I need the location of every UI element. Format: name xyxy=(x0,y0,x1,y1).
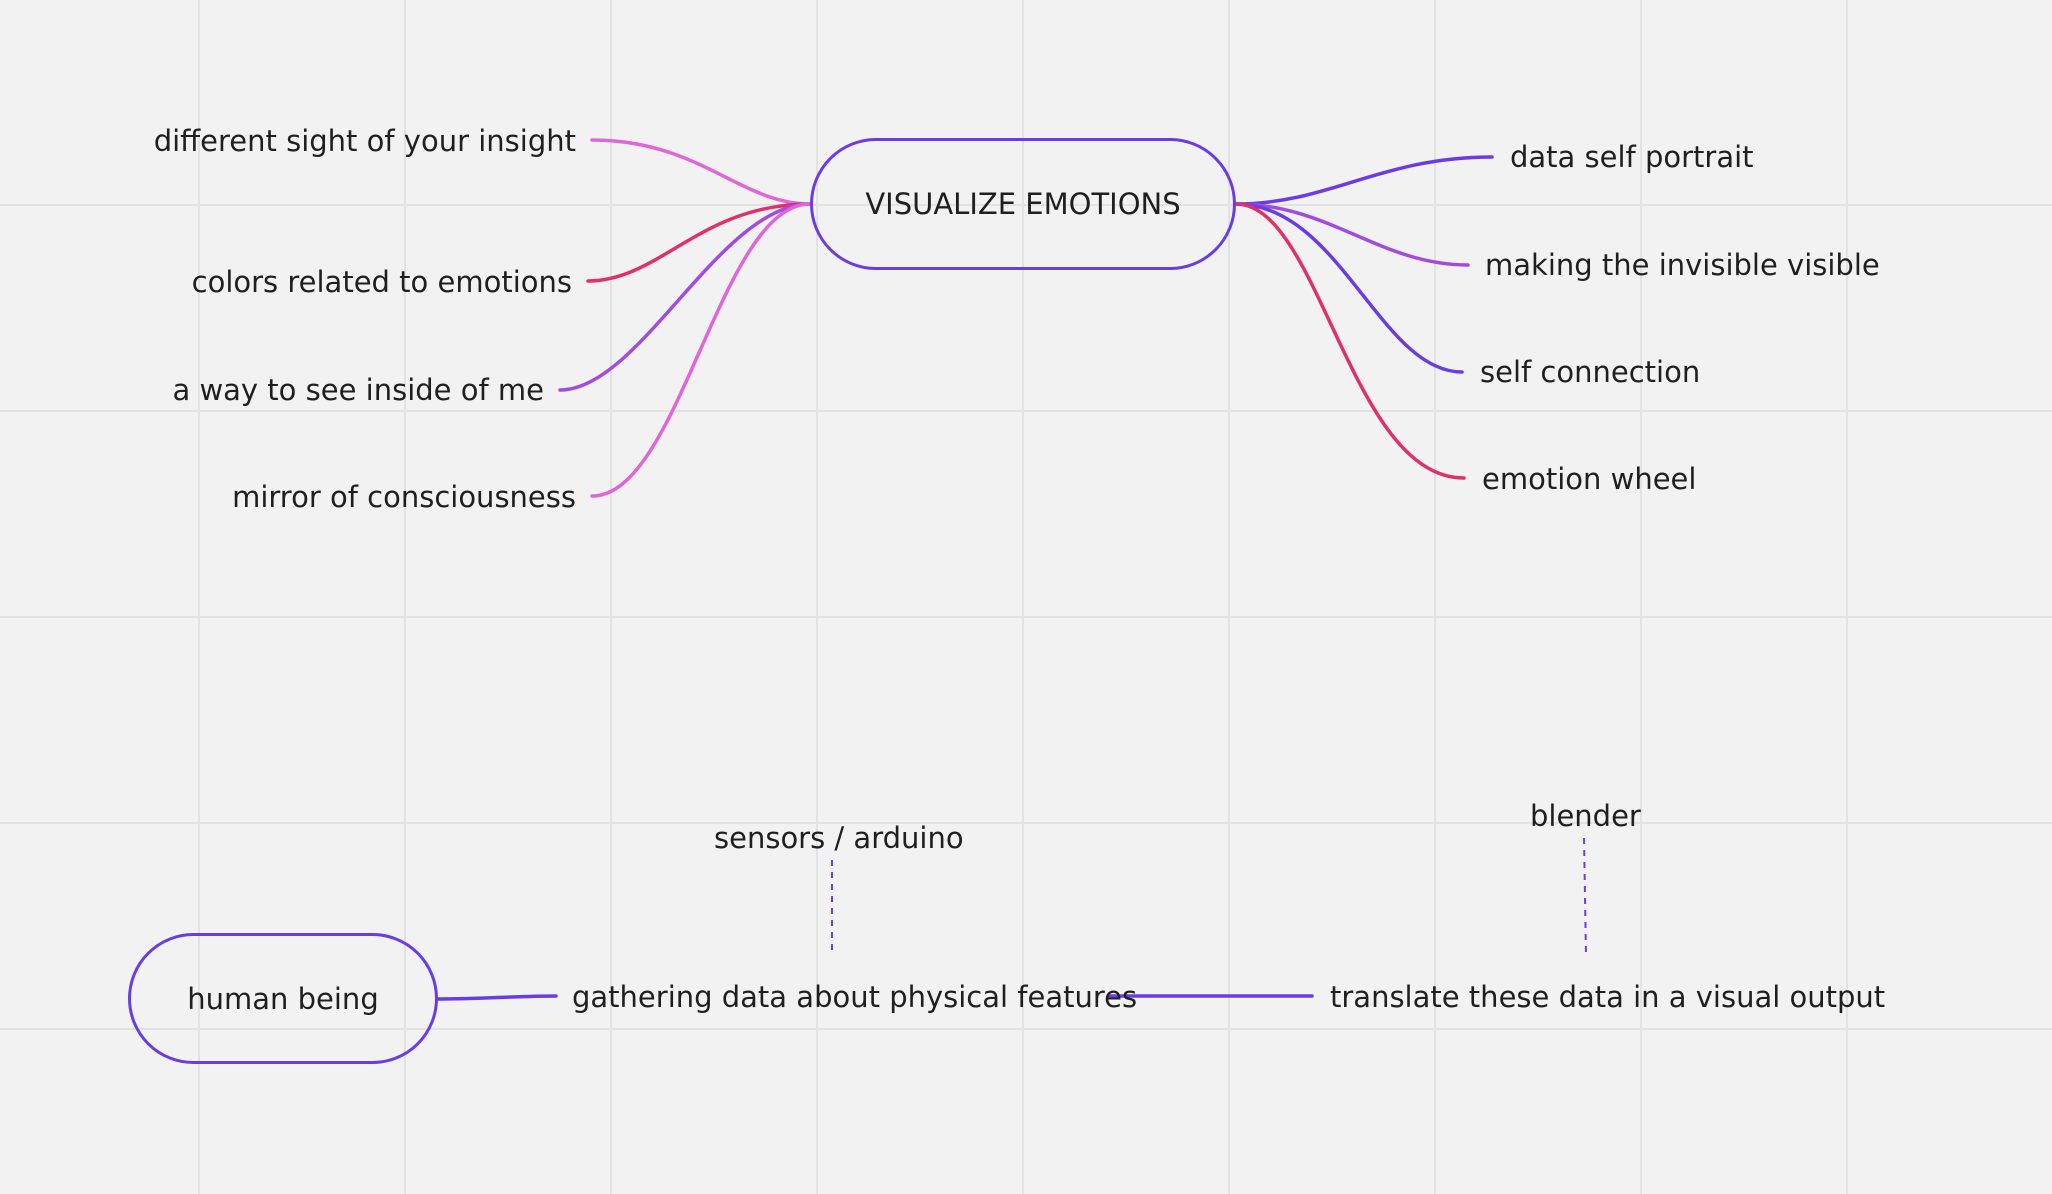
human-being-label: human being xyxy=(187,981,379,1016)
connector-emotion-wheel[interactable] xyxy=(1234,202,1466,480)
connector-colors-related[interactable] xyxy=(586,202,812,283)
node-translate-data[interactable]: translate these data in a visual output xyxy=(1330,980,1886,1014)
node-mirror[interactable]: mirror of consciousness xyxy=(232,480,576,514)
node-making-invisible[interactable]: making the invisible visible xyxy=(1485,248,1880,282)
connector-different-sight[interactable] xyxy=(590,138,812,206)
human-being-node[interactable]: human being xyxy=(128,933,438,1064)
connector-mirror[interactable] xyxy=(590,202,812,498)
note-sensors-arduino[interactable]: sensors / arduino xyxy=(714,821,964,855)
dashed-connector-blender[interactable] xyxy=(1583,837,1587,957)
node-way-to-see[interactable]: a way to see inside of me xyxy=(172,373,544,407)
central-topic-node[interactable]: VISUALIZE EMOTIONS xyxy=(810,138,1236,270)
node-different-sight[interactable]: different sight of your insight xyxy=(153,124,576,158)
connector-human-to-gathering[interactable] xyxy=(436,994,558,1001)
connector-self-connection[interactable] xyxy=(1234,202,1464,374)
central-topic-label: VISUALIZE EMOTIONS xyxy=(865,187,1181,221)
node-data-self-portrait[interactable]: data self portrait xyxy=(1510,140,1754,174)
note-blender[interactable]: blender xyxy=(1530,799,1641,833)
connector-making-invisible[interactable] xyxy=(1234,202,1470,267)
node-gathering-data[interactable]: gathering data about physical features xyxy=(572,980,1138,1014)
connector-data-self-portrait[interactable] xyxy=(1234,155,1494,206)
node-colors-related[interactable]: colors related to emotions xyxy=(191,265,572,299)
connector-way-to-see[interactable] xyxy=(558,202,812,392)
node-self-connection[interactable]: self connection xyxy=(1480,355,1701,389)
node-emotion-wheel[interactable]: emotion wheel xyxy=(1482,462,1697,496)
